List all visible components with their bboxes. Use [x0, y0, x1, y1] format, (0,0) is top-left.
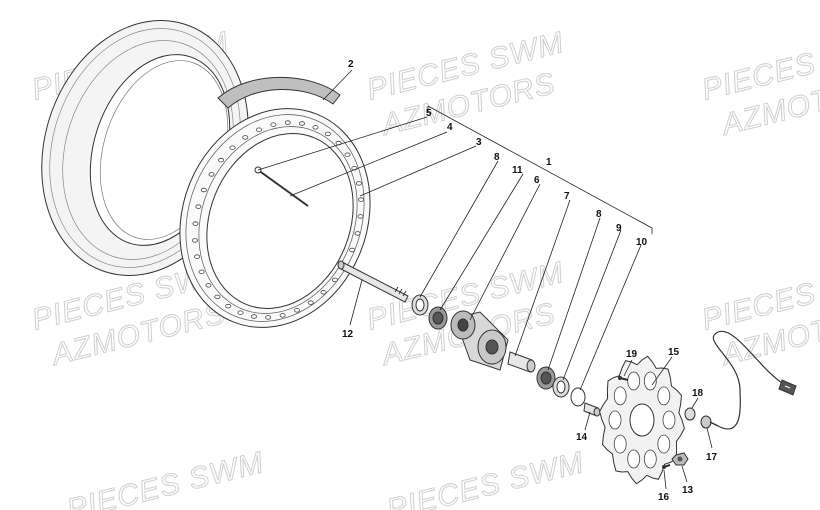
callout-7: 7 — [564, 191, 570, 202]
spoke-hole — [208, 172, 215, 177]
spoke-hole — [200, 187, 207, 193]
sensor-cable — [712, 330, 797, 430]
spacer-outer — [583, 402, 601, 417]
callout-12: 12 — [342, 329, 354, 340]
callout-8-right: 8 — [596, 209, 602, 220]
disc-cutout — [613, 434, 627, 454]
callout-15: 15 — [668, 347, 680, 358]
axle — [337, 260, 409, 303]
disc-cutout — [643, 371, 657, 391]
spoke-hole — [293, 308, 300, 313]
seal-left — [411, 294, 429, 316]
spoke-hole — [357, 197, 364, 202]
spoke-hole — [214, 294, 221, 300]
disc-cutout — [657, 386, 671, 406]
seal-right — [552, 376, 570, 398]
spoke-hole — [279, 313, 286, 318]
spoke-hole — [284, 120, 291, 125]
callout-19: 19 — [626, 349, 638, 360]
spoke-hole — [307, 300, 314, 305]
bearing-left — [428, 306, 448, 330]
callout-9: 9 — [616, 223, 622, 234]
callout-1: 1 — [546, 157, 552, 168]
leader-lines — [257, 69, 713, 490]
spoke-hole — [320, 290, 327, 295]
hub — [450, 310, 509, 371]
callout-16: 16 — [658, 492, 670, 503]
spoke-hole — [324, 131, 331, 137]
callout-3: 3 — [476, 137, 482, 148]
bearing-right — [536, 366, 556, 390]
callout-8-left: 8 — [494, 152, 500, 163]
bolt-16 — [662, 464, 671, 469]
spoke-hole — [191, 238, 198, 243]
bolt-19 — [618, 376, 629, 381]
spoke-hole — [229, 145, 236, 150]
disc-cutout — [627, 449, 641, 469]
disc-cutout — [608, 410, 622, 430]
rim-spoke-holes — [191, 120, 364, 320]
callout-18: 18 — [692, 388, 704, 399]
callout-13: 13 — [682, 485, 694, 496]
spoke-hole — [242, 135, 249, 140]
spoke-hole — [250, 314, 257, 319]
callout-10: 10 — [636, 237, 648, 248]
spoke-hole — [349, 247, 356, 253]
spoke-hole — [331, 277, 338, 283]
callout-14: 14 — [576, 432, 588, 443]
spoke-hole — [198, 269, 205, 274]
spoke-hole — [195, 204, 202, 209]
spoke-hole — [357, 214, 364, 219]
brake-disc — [599, 355, 685, 485]
spoke-hole — [312, 125, 319, 130]
spoke-hole — [298, 121, 305, 126]
spacer — [507, 351, 536, 373]
disc-cutout — [657, 434, 671, 454]
callout-5: 5 — [426, 108, 432, 119]
brake-disc-cutouts — [608, 371, 676, 469]
spoke-hole — [270, 122, 277, 127]
watermark-line1: PIECES SWM — [64, 446, 268, 510]
spoke-hole — [218, 157, 225, 163]
spoke-hole — [194, 254, 201, 259]
assembly-bracket — [427, 105, 653, 234]
callout-17: 17 — [706, 452, 718, 463]
spoke-hole — [237, 310, 244, 315]
spoke-hole — [225, 303, 232, 309]
ring — [570, 387, 586, 407]
spoke-hole — [255, 127, 262, 132]
spoke-hole — [344, 152, 351, 157]
disc-cutout — [662, 410, 676, 430]
rim — [179, 108, 371, 328]
callout-2: 2 — [348, 59, 354, 70]
disc-cutout — [643, 449, 657, 469]
sensor-bolt — [684, 407, 696, 421]
spoke-hole — [355, 181, 362, 186]
callout-6: 6 — [534, 175, 540, 186]
callout-4: 4 — [447, 122, 453, 133]
spoke-hole — [265, 315, 272, 320]
rim-tape — [217, 76, 341, 109]
watermark-line1: PIECES SWM — [384, 446, 588, 510]
callout-11: 11 — [512, 165, 523, 176]
spoke-hole — [354, 231, 361, 236]
spoke-hole — [192, 221, 199, 226]
spoke-hole — [205, 283, 212, 288]
sensor-fitting — [700, 415, 719, 429]
disc-cutout — [613, 386, 627, 406]
sensor-nut — [671, 452, 689, 466]
callout-labels: 1 2 3 4 5 6 7 8 8 9 10 11 12 13 14 15 16… — [342, 59, 718, 503]
disc-cutout — [627, 371, 641, 391]
